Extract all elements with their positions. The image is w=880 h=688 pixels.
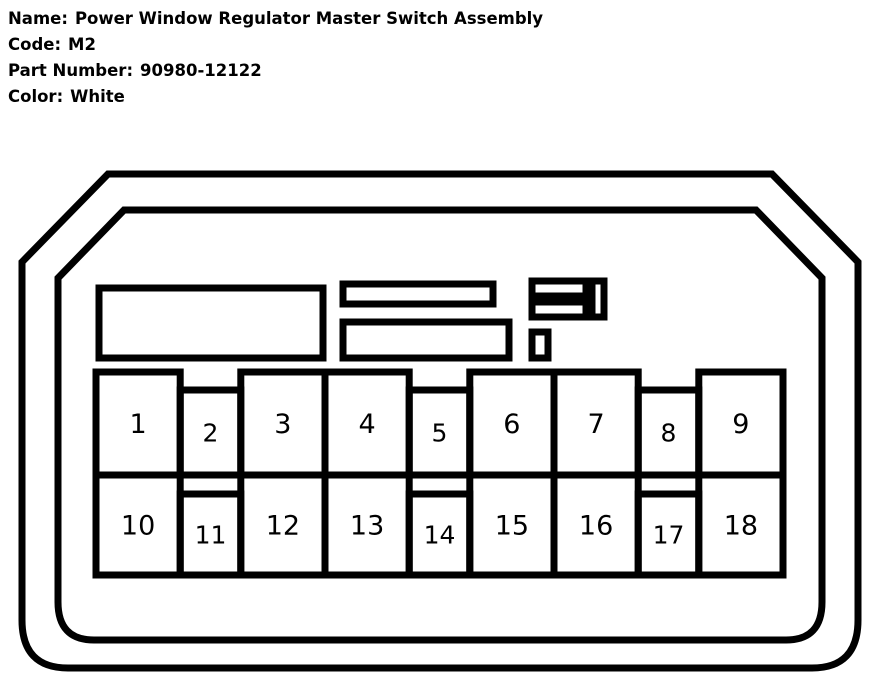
pin-cavity-5-number: 5 <box>432 419 448 448</box>
pin-cavity-11-number: 11 <box>195 521 227 550</box>
part-number-label: Part Number: <box>8 61 134 80</box>
pin-cavity-9-number: 9 <box>732 409 749 440</box>
pin-cavity-4-number: 4 <box>359 409 376 440</box>
color-label: Color: <box>8 87 64 106</box>
pin-cavity-12-number: 12 <box>266 511 300 542</box>
large-left-slot <box>95 284 327 362</box>
pin-cavity-1-number: 1 <box>130 409 147 440</box>
code-label: Code: <box>8 35 62 54</box>
pin-cavity-14-number: 14 <box>424 521 456 550</box>
upper-middle-slot <box>339 280 497 308</box>
lower-middle-slot <box>339 318 513 362</box>
connector-outer-shell <box>18 170 862 672</box>
pin-cavity-3-number: 3 <box>274 409 291 440</box>
color-value: White <box>70 87 125 106</box>
connector-info-block: Name: Power Window Regulator Master Switc… <box>8 6 868 110</box>
pin-cavity-2-number: 2 <box>203 419 219 448</box>
pin-cavity-6-number: 6 <box>503 409 520 440</box>
pin-cavity-16-number: 16 <box>579 511 613 542</box>
pin-cavity-10-number: 10 <box>121 511 155 542</box>
pin-cavity-18-outline[interactable] <box>695 471 787 579</box>
right-tall-slot <box>582 277 608 321</box>
info-row-color: Color: White <box>8 84 868 110</box>
upper-right-double-slot-second <box>528 298 596 321</box>
pin-cavity-15-number: 15 <box>495 511 529 542</box>
code-value: M2 <box>68 35 96 54</box>
pin-cavity-13-number: 13 <box>350 511 384 542</box>
name-value: Power Window Regulator Master Switch Ass… <box>74 9 544 28</box>
info-row-code: Code: M2 <box>8 32 868 58</box>
info-row-name: Name: Power Window Regulator Master Switc… <box>8 6 868 32</box>
pin-cavity-8-number: 8 <box>661 419 677 448</box>
upper-right-double-slot <box>528 277 596 300</box>
info-row-part-number: Part Number: 90980-12122 <box>8 58 868 84</box>
part-number-value: 90980-12122 <box>140 61 262 80</box>
name-label: Name: <box>8 9 68 28</box>
pin-cavity-7-number: 7 <box>588 409 605 440</box>
small-lower-slot <box>528 328 552 362</box>
pin-cavity-17-number: 17 <box>653 521 685 550</box>
pin-cavity-18-number: 18 <box>724 511 758 542</box>
connector-inner-shell <box>54 206 826 644</box>
